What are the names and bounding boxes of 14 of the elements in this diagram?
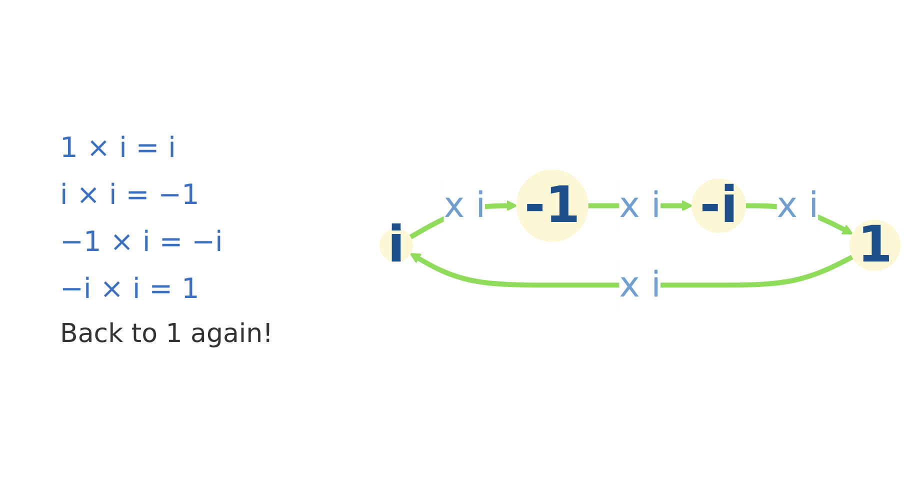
edge-label: x i: [444, 184, 486, 226]
node-label: i: [388, 216, 405, 275]
equation-text: 1 × i = i: [60, 131, 177, 164]
equation-text: i × i = −1: [60, 178, 200, 211]
node-circle: 1: [849, 220, 901, 272]
equation-text: −1 × i = −i: [60, 225, 224, 258]
equation-text: −i × i = 1: [60, 272, 200, 305]
edge-label: x i: [619, 264, 661, 306]
node-circle: -i: [692, 178, 746, 234]
node-circle: -1: [516, 170, 588, 242]
edge-label: x i: [776, 184, 819, 226]
note-text: Back to 1 again!: [60, 319, 274, 349]
edge-label: x i: [619, 184, 661, 226]
arrow: [410, 253, 854, 288]
